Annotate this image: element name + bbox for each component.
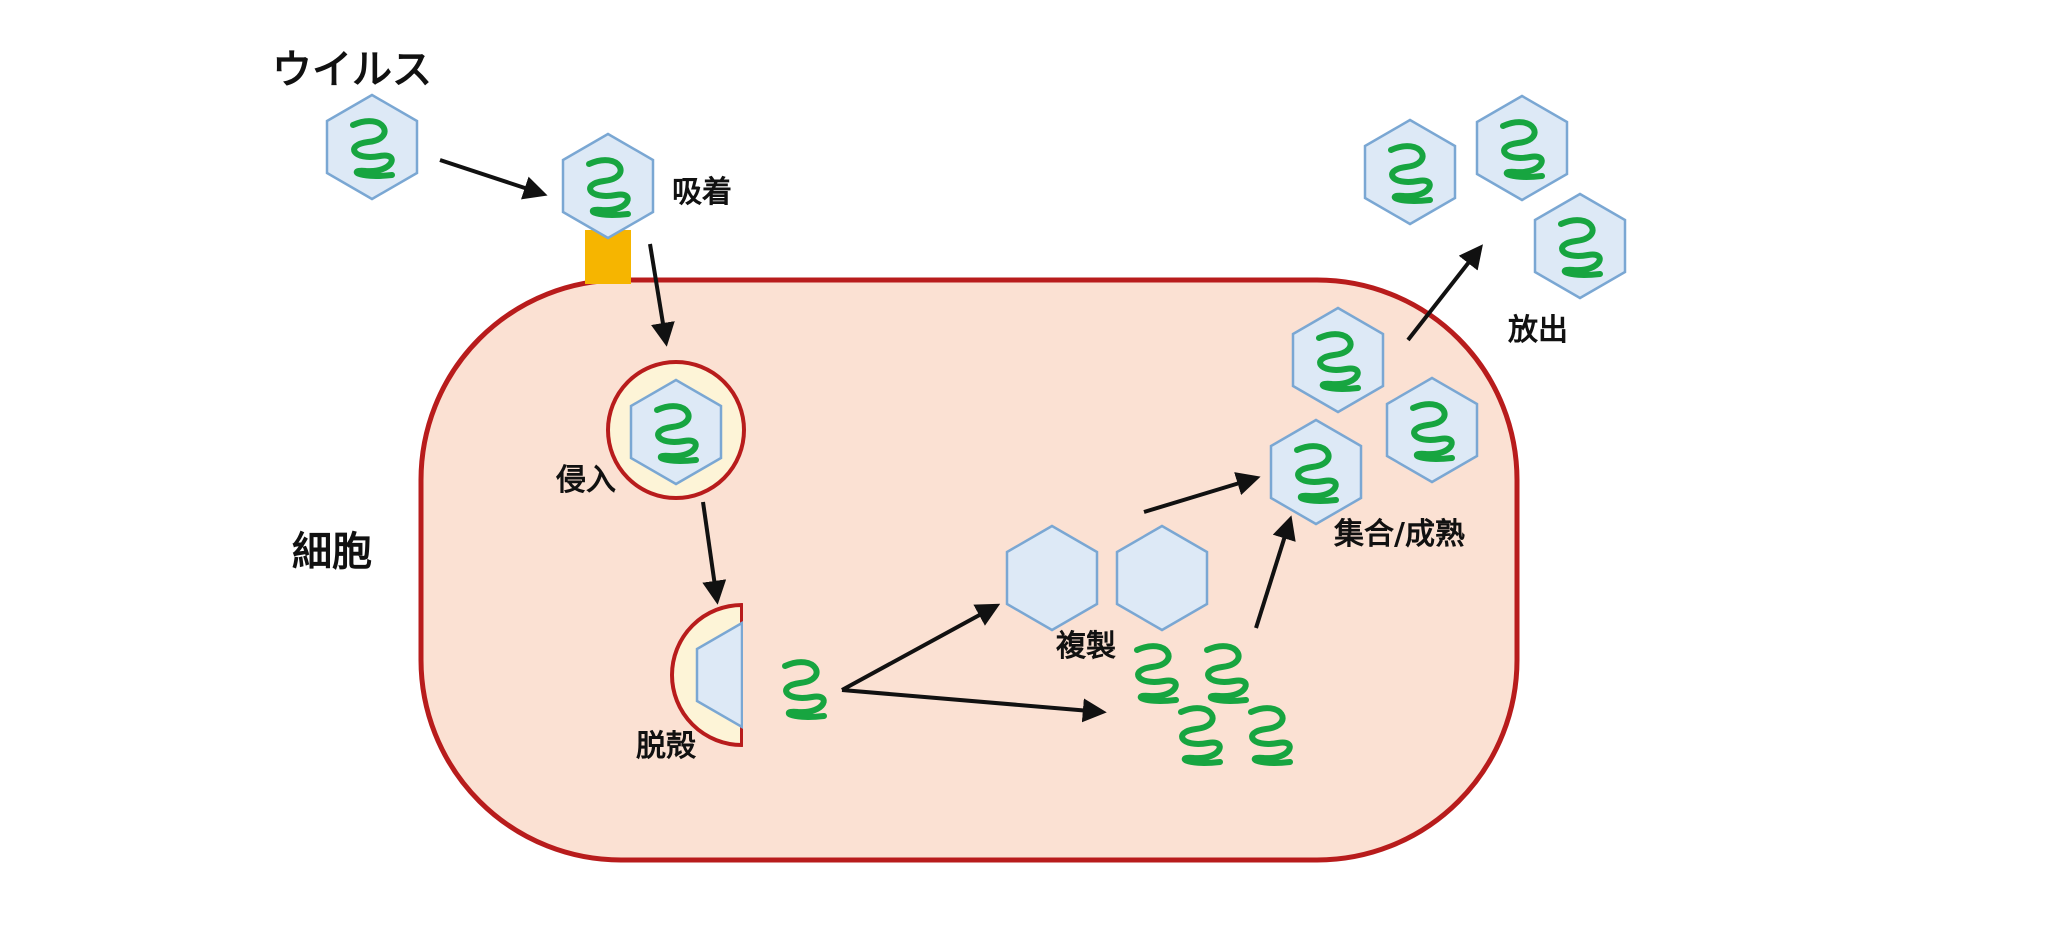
- coiled-rna-icon: [1316, 331, 1361, 392]
- replication-label: 複製: [1056, 629, 1116, 664]
- coiled-rna-icon: [1558, 217, 1603, 278]
- arrow-capsid-to-assembly: [1143, 472, 1261, 514]
- uncoating-label: 脱殻: [636, 729, 696, 764]
- entry-label: 侵入: [556, 463, 616, 498]
- virion-released: [1363, 118, 1457, 226]
- hexagon-capsid-icon: [1005, 524, 1099, 632]
- arrow-genome-to-assembly: [1254, 515, 1296, 629]
- virion-assembled: [1269, 418, 1363, 526]
- virus-label: ウイルス: [272, 47, 432, 93]
- hexagon-capsid-icon: [629, 378, 723, 486]
- hexagon-capsid-icon: [1115, 524, 1209, 632]
- coiled-rna-icon: [1204, 643, 1249, 704]
- arrow-to-attachment: [439, 158, 548, 200]
- release-label: 放出: [1508, 313, 1568, 348]
- arrow-to-entry: [648, 243, 675, 347]
- coiled-rna-icon: [1178, 705, 1223, 766]
- virion-released: [1533, 192, 1627, 300]
- hexagon-capsid-icon: [1533, 192, 1627, 300]
- uncoating-cut: [743, 598, 757, 752]
- coiled-rna-icon: [1500, 119, 1545, 180]
- coiled-rna-icon: [350, 118, 395, 179]
- hexagon-capsid-icon: [561, 132, 655, 240]
- virion-released: [1475, 94, 1569, 202]
- virion-attached: [561, 132, 655, 240]
- hexagon-capsid-icon: [1291, 306, 1385, 414]
- hexagon-capsid-icon: [1475, 94, 1569, 202]
- hexagon-capsid-icon: [1385, 376, 1479, 484]
- coiled-rna-icon: [1410, 401, 1455, 462]
- hexagon-capsid-icon: [1269, 418, 1363, 526]
- hexagon-capsid-icon: [325, 93, 419, 201]
- coiled-rna-icon: [586, 157, 631, 218]
- coiled-rna-icon: [1134, 643, 1179, 704]
- cell-label: 細胞: [292, 529, 372, 575]
- coiled-rna-icon: [1388, 143, 1433, 204]
- arrow-to-capsid-replication: [841, 603, 1001, 692]
- uncoating-capsid-half: [695, 620, 744, 730]
- coiled-rna-icon: [654, 403, 699, 464]
- virion-free: [325, 93, 419, 201]
- coiled-rna-icon: [1294, 443, 1339, 504]
- coiled-rna-icon: [1248, 705, 1293, 766]
- arrow-to-uncoating: [701, 501, 727, 605]
- hexagon-capsid-icon: [1363, 118, 1457, 226]
- assembly-label: 集合/成熟: [1334, 517, 1465, 552]
- virion-assembled: [1385, 376, 1479, 484]
- virion-entering: [629, 378, 723, 486]
- coiled-rna-icon: [782, 659, 827, 720]
- arrow-to-genome-replication: [841, 688, 1107, 723]
- virion-assembled: [1291, 306, 1385, 414]
- arrow-to-release: [1406, 244, 1483, 342]
- attachment-label: 吸着: [672, 175, 732, 210]
